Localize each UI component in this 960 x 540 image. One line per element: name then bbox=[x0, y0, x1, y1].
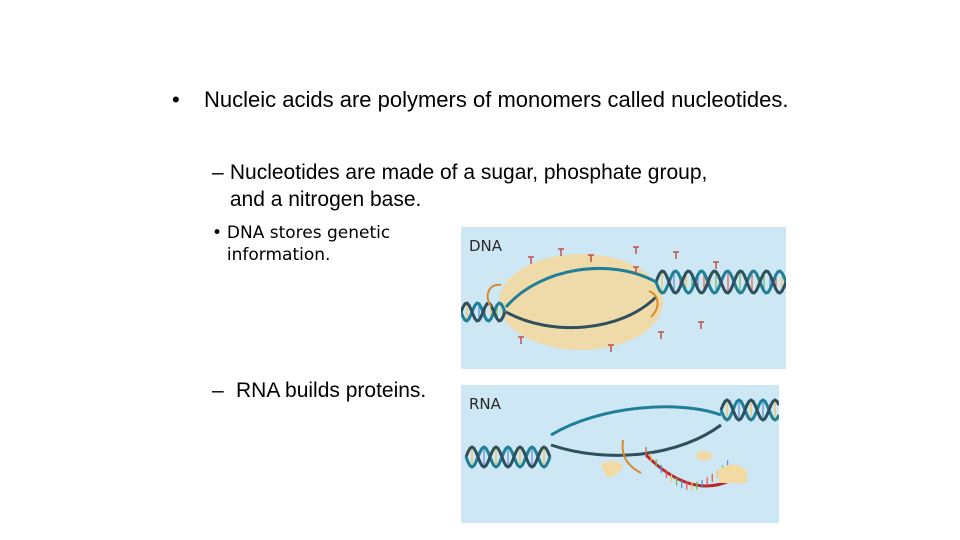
free-nucleotides bbox=[518, 246, 719, 352]
dna-replication-figure: DNA bbox=[461, 227, 786, 369]
bullet-rna: – RNA builds proteins. bbox=[212, 377, 426, 404]
backbone bbox=[464, 445, 552, 469]
rna-illustration bbox=[464, 398, 779, 491]
nucleotide bbox=[658, 331, 664, 339]
nucleotide bbox=[633, 266, 639, 274]
bullet-text: DNA stores genetic information. bbox=[226, 223, 391, 265]
open-strand-lower bbox=[550, 423, 722, 457]
arrow-rna bbox=[621, 439, 642, 474]
bullet-marker: • bbox=[212, 223, 223, 243]
bullet-nucleotides: – Nucleotides are made of a sugar, phosp… bbox=[212, 159, 732, 213]
enzyme-fragment-left bbox=[601, 461, 623, 477]
bullet-nucleic-acids: • Nucleic acids are polymers of monomers… bbox=[172, 86, 788, 114]
arrow-right bbox=[648, 290, 659, 318]
dna-lower-strand bbox=[505, 295, 658, 330]
nucleotide bbox=[673, 251, 679, 259]
nucleotide bbox=[698, 321, 704, 329]
figure-label-rna: RNA bbox=[469, 395, 501, 413]
nucleotide bbox=[528, 256, 534, 264]
dna-helix-rna bbox=[464, 398, 779, 469]
backbone bbox=[464, 445, 552, 469]
rna-strand bbox=[644, 453, 732, 488]
nucleotide bbox=[518, 336, 524, 344]
enzyme-fragment-small bbox=[697, 450, 713, 461]
open-strand-upper bbox=[550, 405, 722, 437]
bullet-marker: – bbox=[212, 379, 224, 402]
bullet-dna: • DNA stores genetic information. bbox=[212, 222, 452, 266]
bullet-marker: – bbox=[212, 161, 224, 184]
bullet-text: RNA builds proteins. bbox=[236, 379, 427, 402]
rna-bases bbox=[645, 447, 729, 491]
backbone bbox=[654, 269, 786, 295]
figure-label-dna: DNA bbox=[469, 237, 503, 255]
enzyme-blob bbox=[499, 254, 663, 350]
bullet-text: Nucleotides are made of a sugar, phospha… bbox=[229, 161, 708, 211]
nucleotide bbox=[608, 344, 614, 352]
rna-transcription-figure: RNA bbox=[461, 385, 779, 523]
bullet-marker: • bbox=[172, 87, 180, 112]
nucleotide bbox=[713, 261, 719, 269]
nucleotide bbox=[558, 248, 564, 256]
bullet-text: Nucleic acids are polymers of monomers c… bbox=[204, 87, 789, 112]
enzyme-fragment-right bbox=[719, 464, 747, 483]
arrow-left bbox=[486, 283, 502, 308]
dna-upper-strand bbox=[504, 266, 657, 308]
dna-helix bbox=[461, 269, 786, 323]
backbone bbox=[461, 301, 507, 323]
nucleotide bbox=[588, 254, 594, 262]
backbone bbox=[719, 398, 779, 422]
dna-illustration bbox=[461, 246, 786, 352]
nucleotide bbox=[633, 246, 639, 254]
